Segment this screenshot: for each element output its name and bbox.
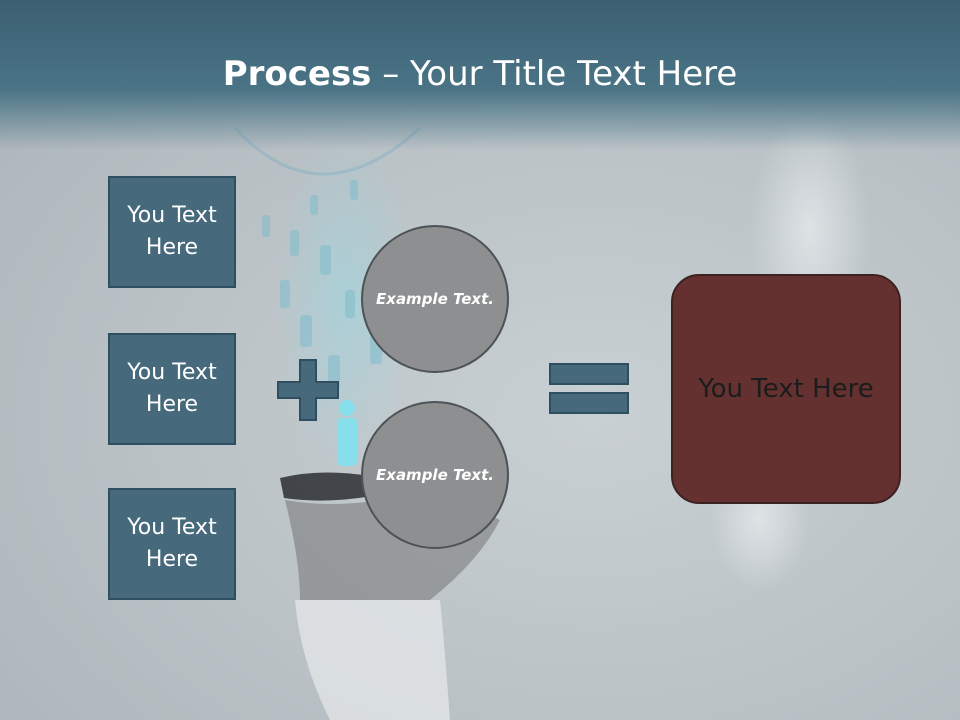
result-box: You Text Here	[671, 274, 901, 504]
text-box-2: You Text Here	[108, 333, 236, 445]
example-circle-2: Example Text.	[361, 401, 509, 549]
title-rest: – Your Title Text Here	[371, 54, 738, 94]
text-box-3: You Text Here	[108, 488, 236, 600]
equals-icon	[549, 363, 629, 414]
slide-title: Process – Your Title Text Here	[0, 52, 960, 96]
title-bold: Process	[222, 54, 372, 94]
example-circle-1: Example Text.	[361, 225, 509, 373]
title-band	[0, 0, 960, 150]
text-box-1: You Text Here	[108, 176, 236, 288]
plus-icon	[277, 359, 339, 421]
